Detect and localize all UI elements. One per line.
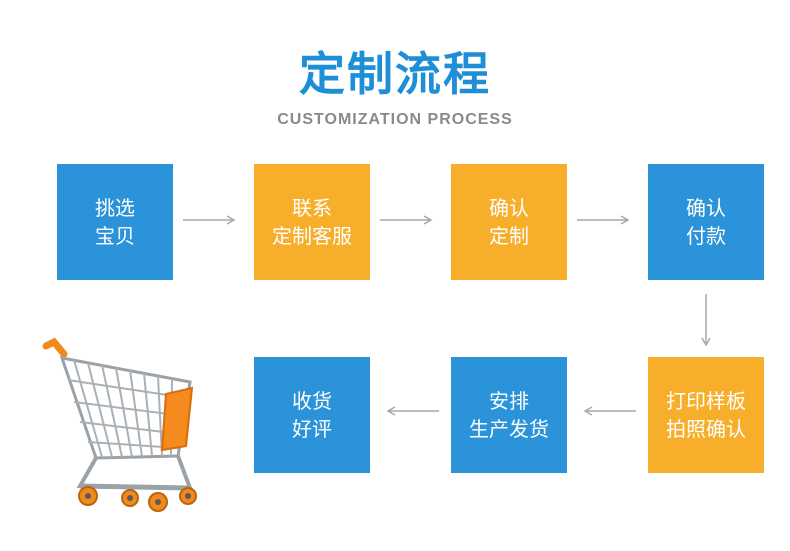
- step-confirm-customization: 确认 定制: [451, 164, 567, 280]
- step-print-sample: 打印样板 拍照确认: [648, 357, 764, 473]
- arrow-icon: [183, 215, 236, 225]
- step-label-line2: 付款: [686, 224, 726, 248]
- step-label-line2: 定制客服: [272, 224, 352, 248]
- step-label-line1: 确认: [686, 196, 726, 220]
- step-confirm-payment: 确认 付款: [648, 164, 764, 280]
- arrow-icon: [380, 215, 433, 225]
- step-label-line1: 联系: [292, 196, 332, 220]
- arrow-icon: [577, 215, 630, 225]
- step-select-item: 挑选 宝贝: [57, 164, 173, 280]
- step-contact-service: 联系 定制客服: [254, 164, 370, 280]
- step-label-line1: 收货: [292, 389, 332, 413]
- arrow-icon: [701, 294, 711, 347]
- step-arrange-shipping: 安排 生产发货: [451, 357, 567, 473]
- step-label-line1: 确认: [489, 196, 529, 220]
- step-label-line2: 定制: [489, 224, 529, 248]
- shopping-cart-icon: [42, 337, 197, 512]
- step-label-line2: 生产发货: [469, 417, 549, 441]
- page-subtitle: CUSTOMIZATION PROCESS: [277, 111, 513, 128]
- step-label-line2: 宝贝: [95, 224, 135, 248]
- step-label-line1: 挑选: [95, 196, 135, 220]
- page-title: 定制流程: [299, 47, 491, 101]
- arrow-icon: [583, 406, 636, 416]
- step-label-line1: 安排: [489, 389, 529, 413]
- step-label-line2: 拍照确认: [666, 417, 746, 441]
- step-label-line1: 打印样板: [666, 389, 746, 413]
- step-label-line2: 好评: [292, 417, 332, 441]
- step-receive-review: 收货 好评: [254, 357, 370, 473]
- arrow-icon: [386, 406, 439, 416]
